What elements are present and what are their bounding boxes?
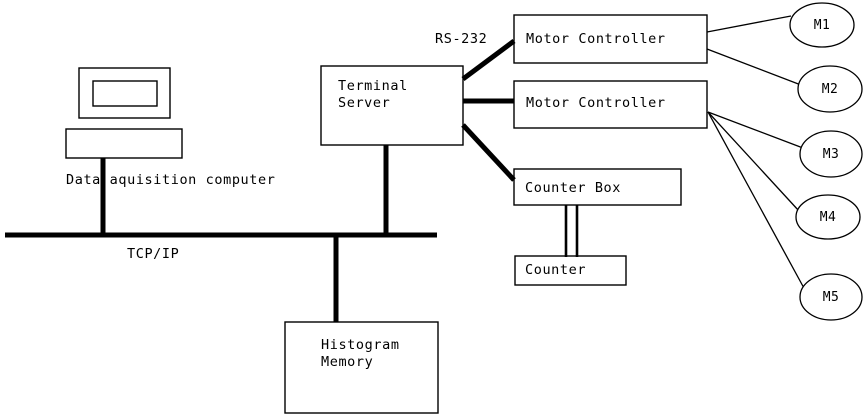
link-terminal-server-to-counter-box: [461, 123, 516, 182]
tcpip-label: TCP/IP: [127, 246, 180, 262]
counter-label: Counter: [525, 262, 587, 278]
link-terminal-server-to-motor-controller-1: [461, 38, 516, 82]
motor-m3-ellipse[interactable]: [799, 130, 863, 178]
terminal-server-label-line2: Server: [338, 95, 391, 111]
terminal-server-label-line1: Terminal: [338, 78, 408, 94]
motor-m1-ellipse[interactable]: [789, 2, 855, 48]
link-motor-controller-2-to-m5: [707, 111, 806, 291]
computer-caption: Data aquisition computer: [66, 172, 276, 188]
histogram-memory-label-line2: Memory: [321, 354, 374, 370]
link-motor-controller-2-to-m3: [707, 111, 804, 149]
motor-controller-2-box[interactable]: [513, 80, 708, 129]
motor-controller-1-box[interactable]: [513, 14, 708, 64]
histogram-memory-box[interactable]: [284, 321, 439, 414]
monitor-screen: [92, 80, 158, 107]
motor-controller-2-label: Motor Controller: [526, 95, 666, 111]
counter-box-box[interactable]: [513, 168, 682, 206]
computer-base-unit: [65, 128, 183, 159]
motor-m5-ellipse[interactable]: [799, 273, 863, 321]
histogram-memory-label-line1: Histogram: [321, 337, 400, 353]
motor-m2-ellipse[interactable]: [797, 65, 863, 113]
counter-box[interactable]: [514, 255, 627, 286]
motor-m3-label: M3: [822, 147, 840, 162]
counter-box-label: Counter Box: [525, 180, 622, 196]
link-motor-controller-1-to-m1: [706, 15, 792, 33]
motor-m2-label: M2: [821, 82, 839, 97]
terminal-server-box[interactable]: [320, 65, 464, 146]
motor-controller-1-label: Motor Controller: [526, 31, 666, 47]
motor-m5-label: M5: [822, 290, 840, 305]
motor-m4-ellipse[interactable]: [795, 194, 861, 240]
motor-m4-label: M4: [819, 210, 837, 225]
rs232-label: RS-232: [435, 31, 488, 47]
motor-m1-label: M1: [813, 18, 831, 33]
link-motor-controller-2-to-m4: [707, 111, 800, 212]
link-motor-controller-1-to-m2: [706, 48, 802, 86]
